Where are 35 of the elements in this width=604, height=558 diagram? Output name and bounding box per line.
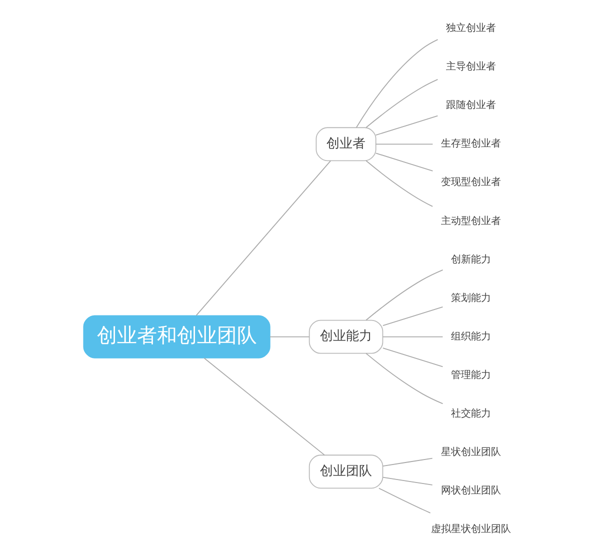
node-text: 主导创业者 xyxy=(446,62,496,73)
node-text: 社交能力 xyxy=(451,408,492,420)
node-text: 网状创业团队 xyxy=(441,485,502,496)
node-text: 星状创业团队 xyxy=(441,446,502,458)
node-text: 管理能力 xyxy=(451,370,492,381)
node-text: 变现型创业者 xyxy=(441,177,502,188)
node-text: 跟随创业者 xyxy=(446,100,496,112)
node-box: 创业者 xyxy=(316,127,376,162)
connector xyxy=(196,160,332,316)
node-text: 独立创业者 xyxy=(446,23,496,34)
connector xyxy=(382,476,433,486)
connector xyxy=(366,160,434,207)
node-box: 创业能力 xyxy=(308,320,384,354)
connector xyxy=(382,348,444,368)
connector xyxy=(378,488,431,514)
node-text: 组织能力 xyxy=(451,331,492,342)
node-text: 策划能力 xyxy=(451,292,492,304)
node-text: 生存型创业者 xyxy=(441,138,502,150)
node-box: 创业者和创业团队 xyxy=(83,315,270,358)
node-text: 创新能力 xyxy=(451,254,492,266)
node-text: 主动型创业者 xyxy=(441,216,502,227)
connector xyxy=(204,358,325,456)
connector xyxy=(366,269,444,321)
connector xyxy=(382,306,444,326)
connector xyxy=(270,336,310,338)
connector xyxy=(366,352,444,404)
connector xyxy=(366,79,438,128)
connector xyxy=(375,144,434,145)
node-box: 创业团队 xyxy=(308,454,384,489)
connector xyxy=(382,458,433,466)
connector xyxy=(375,152,434,172)
node-text: 虚拟星状创业团队 xyxy=(431,524,512,536)
connector xyxy=(375,115,438,136)
connector xyxy=(356,39,438,128)
connector xyxy=(382,336,444,338)
